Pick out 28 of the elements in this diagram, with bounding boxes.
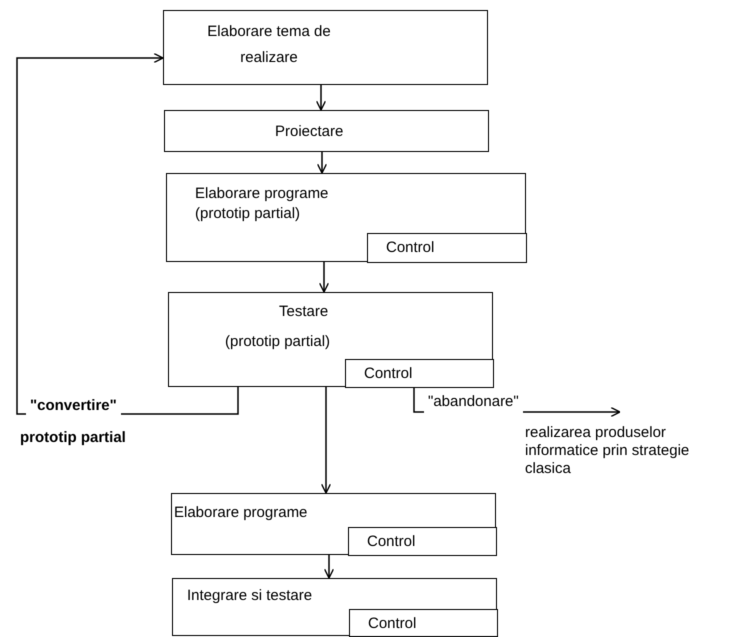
note-text: prototip partial: [20, 428, 126, 448]
note-text: realizarea produselor informatice prin strategie clasica: [525, 412, 740, 482]
process-box: [163, 10, 488, 85]
process-box: [171, 493, 496, 555]
box-text: Integrare si testare: [187, 586, 312, 606]
process-box: [166, 173, 526, 262]
process-box: [168, 292, 493, 387]
arrow: [318, 262, 330, 293]
box-text: Control: [367, 532, 416, 552]
control-box: [348, 527, 497, 556]
control-box: [349, 609, 498, 637]
box-text: Testare: [279, 302, 328, 322]
arrow: [324, 555, 334, 579]
arrow: [320, 387, 332, 494]
box-text: (prototip partial): [225, 332, 330, 352]
control-box: [367, 233, 527, 263]
process-box: [172, 578, 497, 636]
box-text: Control: [368, 614, 416, 634]
box-text: Control: [364, 364, 412, 384]
box-text: Elaborare programe: [174, 503, 308, 523]
box-text: Elaborare tema de realizare: [206, 22, 332, 68]
box-text: Proiectare: [275, 122, 344, 142]
process-box: [164, 110, 489, 152]
arrow: [316, 152, 328, 174]
box-text: Elaborare programe (prototip partial): [195, 184, 330, 224]
control-box: [345, 359, 494, 388]
arrow: [316, 85, 326, 111]
box-text: Control: [386, 238, 434, 258]
